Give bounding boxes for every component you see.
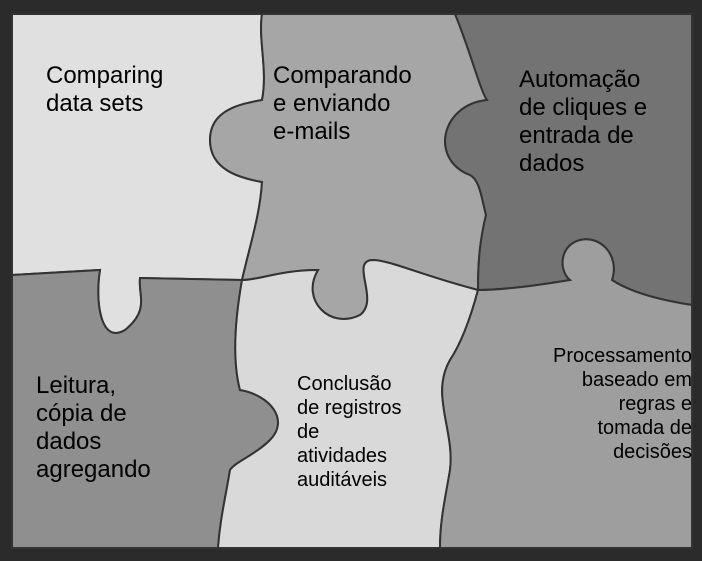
label-leitura-copia-dados: Leitura, cópia de dados agregando (36, 372, 151, 483)
label-automacao-cliques: Automação de cliques e entrada de dados (519, 66, 648, 177)
label-processamento-regras: Processamento baseado em regras e tomada… (553, 345, 692, 463)
label-conclusao-registros: Conclusão de registros de atividades aud… (297, 373, 402, 491)
label-comparando-enviando-emails: Comparando e enviando e-mails (273, 62, 412, 145)
puzzle-piece-bottom-right (438, 238, 693, 549)
label-comparing-data-sets: Comparing data sets (46, 62, 164, 117)
